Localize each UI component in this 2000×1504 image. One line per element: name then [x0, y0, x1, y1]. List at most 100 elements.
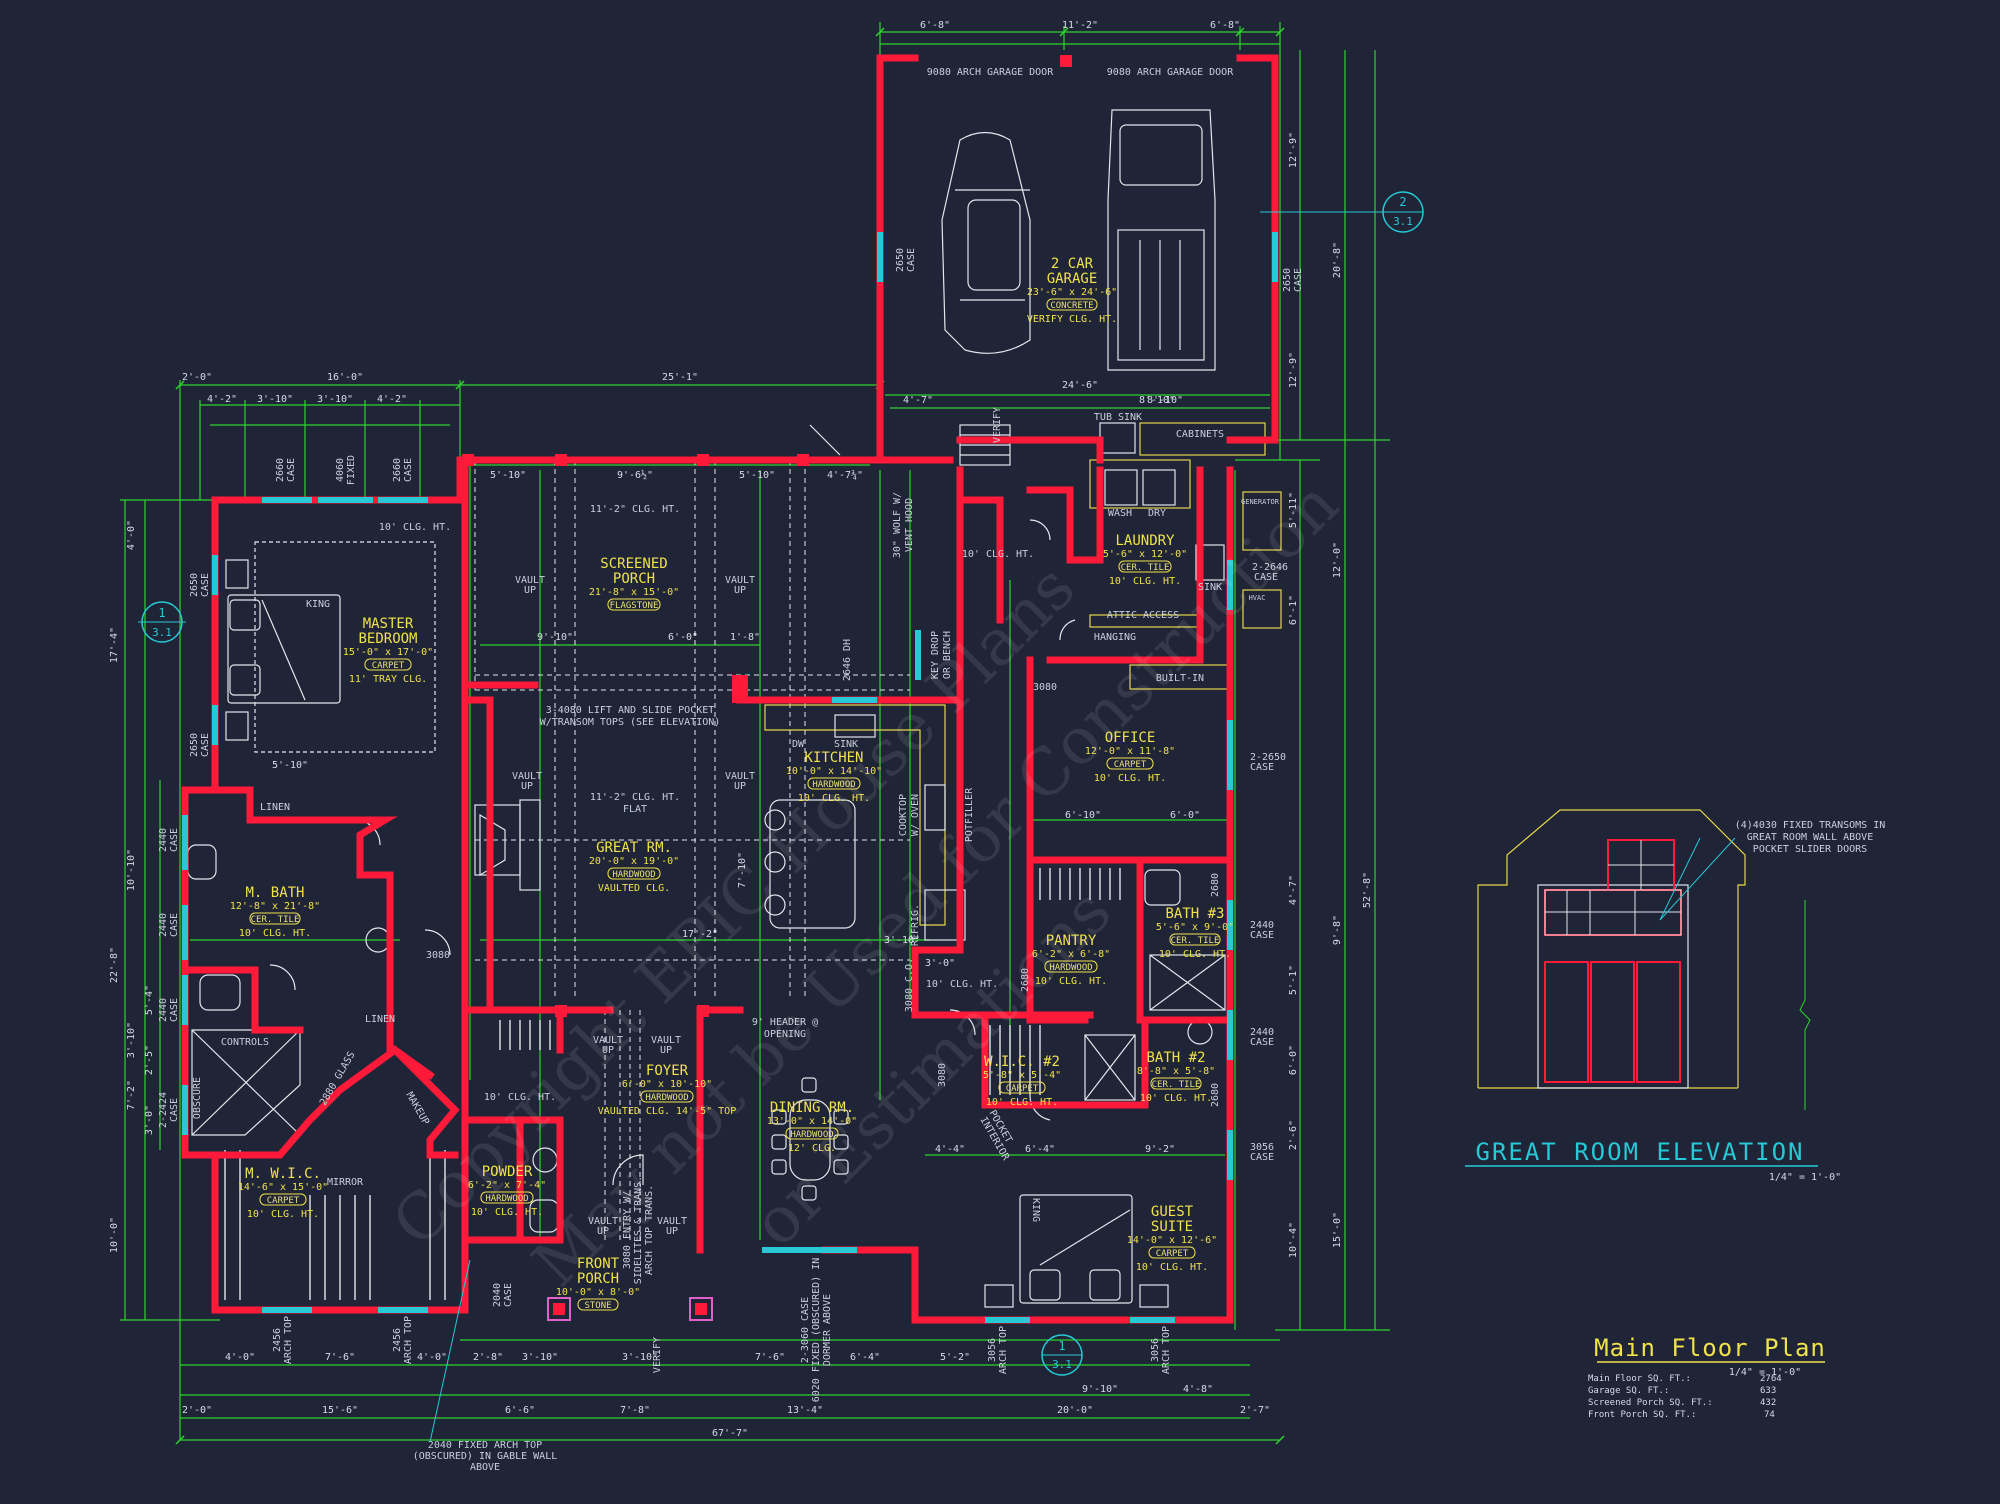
svg-text:2660: 2660: [275, 458, 286, 482]
svg-text:ARCH TOP: ARCH TOP: [283, 1316, 294, 1364]
svg-text:5'-10": 5'-10": [490, 470, 526, 481]
svg-text:10' CLG. HT.: 10' CLG. HT.: [239, 928, 311, 939]
svg-text:6'-0": 6'-0": [668, 632, 698, 643]
svg-text:12'-9": 12'-9": [1288, 352, 1299, 388]
svg-text:PORCH: PORCH: [577, 1271, 619, 1287]
svg-text:UP: UP: [597, 1226, 609, 1237]
svg-text:5'-1": 5'-1": [1288, 965, 1299, 995]
svg-text:5'-2": 5'-2": [940, 1352, 970, 1363]
svg-text:KITCHEN: KITCHEN: [804, 750, 863, 766]
svg-text:3'-10": 3'-10": [317, 394, 353, 405]
room-master-bedroom: MASTER BEDROOM 15'-0" x 17'-0" CARPET 11…: [343, 616, 433, 685]
svg-text:9'-2": 9'-2": [1145, 1144, 1175, 1155]
svg-text:HARDWOOD: HARDWOOD: [612, 870, 655, 880]
svg-text:14'-6" x 15'-0": 14'-6" x 15'-0": [238, 1182, 328, 1193]
svg-text:CER. TILE: CER. TILE: [1171, 936, 1220, 946]
room-laundry: LAUNDRY 5'-6" x 12'-0" CER. TILE 10' CLG…: [1103, 533, 1187, 587]
svg-text:3080 C.O.: 3080 C.O.: [904, 958, 915, 1012]
svg-text:POTFILLER: POTFILLER: [964, 787, 975, 842]
svg-text:GREAT RM.: GREAT RM.: [596, 840, 672, 856]
room-powder: POWDER 6'-2" x 7'-4" HARDWOOD 10' CLG. H…: [468, 1164, 546, 1218]
svg-text:10'-4": 10'-4": [1288, 1222, 1299, 1258]
svg-text:12'-8" x 21'-8": 12'-8" x 21'-8": [230, 901, 320, 912]
svg-text:10' CLG. HT.: 10' CLG. HT.: [1140, 1093, 1212, 1104]
svg-text:2650: 2650: [1282, 268, 1293, 292]
svg-text:67'-7": 67'-7": [712, 1428, 748, 1439]
room-dining: DINING RM. 13'-0" x 14'-0" HARDWOOD 12' …: [767, 1100, 857, 1154]
svg-text:REFRIG.: REFRIG.: [910, 904, 921, 946]
svg-text:CASE: CASE: [1250, 1152, 1274, 1163]
svg-text:CER. TILE: CER. TILE: [251, 915, 300, 925]
svg-text:2650: 2650: [895, 248, 906, 272]
svg-text:VAULTED CLG.: VAULTED CLG.: [598, 883, 670, 894]
svg-text:6'-1": 6'-1": [1288, 595, 1299, 625]
svg-text:2660: 2660: [392, 458, 403, 482]
svg-text:52'-8": 52'-8": [1362, 872, 1373, 908]
svg-text:2040 FIXED ARCH TOP: 2040 FIXED ARCH TOP: [428, 1440, 542, 1451]
svg-text:11' TRAY CLG.: 11' TRAY CLG.: [349, 674, 427, 685]
svg-text:3'-10": 3'-10": [257, 394, 293, 405]
svg-text:GUEST: GUEST: [1151, 1204, 1194, 1220]
svg-text:4'-2": 4'-2": [377, 394, 407, 405]
svg-text:10' CLG. HT.: 10' CLG. HT.: [1159, 949, 1231, 960]
marker-number: 2: [1399, 195, 1406, 209]
svg-text:LINEN: LINEN: [365, 1014, 395, 1025]
svg-text:11'-2": 11'-2": [1062, 20, 1098, 31]
svg-text:5'-11": 5'-11": [1288, 492, 1299, 528]
svg-text:13'-4": 13'-4": [787, 1405, 823, 1416]
svg-text:CASE: CASE: [169, 1098, 180, 1122]
svg-text:CASE: CASE: [906, 248, 917, 272]
svg-text:3056: 3056: [1150, 1338, 1161, 1362]
svg-text:DINING RM.: DINING RM.: [770, 1100, 854, 1116]
room-foyer: FOYER 6'-0" x 10'-10" HARDWOOD VAULTED C…: [598, 1063, 736, 1117]
svg-text:633: 633: [1760, 1386, 1776, 1396]
svg-text:4060: 4060: [335, 458, 346, 482]
svg-text:2-3060 CASE: 2-3060 CASE: [800, 1297, 811, 1363]
svg-text:VAULT: VAULT: [515, 575, 545, 586]
svg-text:HARDWOOD: HARDWOOD: [485, 1194, 528, 1204]
svg-text:BEDROOM: BEDROOM: [358, 631, 417, 647]
svg-text:10' CLG. HT.: 10' CLG. HT.: [471, 1207, 543, 1218]
svg-text:STONE: STONE: [584, 1301, 611, 1311]
svg-text:KEY DROP: KEY DROP: [930, 631, 941, 679]
svg-text:15'-0": 15'-0": [1332, 1212, 1343, 1248]
svg-text:SUITE: SUITE: [1151, 1219, 1193, 1235]
svg-text:432: 432: [1760, 1398, 1776, 1408]
svg-text:FLAGSTONE: FLAGSTONE: [610, 601, 659, 611]
svg-text:3056: 3056: [1250, 1142, 1274, 1153]
svg-text:3'-10": 3'-10": [126, 1022, 137, 1058]
svg-text:CASE: CASE: [503, 1283, 514, 1307]
svg-text:OR BENCH: OR BENCH: [942, 631, 953, 679]
svg-text:CONTROLS: CONTROLS: [221, 1037, 269, 1048]
svg-text:4'-7": 4'-7": [903, 395, 933, 406]
svg-text:5'-6" x 12'-0": 5'-6" x 12'-0": [1103, 549, 1187, 560]
svg-text:2-2646: 2-2646: [1252, 562, 1288, 573]
svg-text:TUB SINK: TUB SINK: [1094, 412, 1142, 423]
section-marker-left: 1 3.1: [138, 601, 186, 643]
svg-text:5'-4": 5'-4": [144, 985, 155, 1015]
svg-text:10' CLG. HT.: 10' CLG. HT.: [1035, 976, 1107, 987]
svg-text:20'-0" x 19'-0": 20'-0" x 19'-0": [589, 856, 679, 867]
svg-text:4'-8": 4'-8": [1183, 1384, 1213, 1395]
svg-text:5'-6" x 9'-0": 5'-6" x 9'-0": [1156, 922, 1234, 933]
dimension-ticks: [175, 27, 1285, 1445]
svg-text:6'-6": 6'-6": [505, 1405, 535, 1416]
plan-scale: 1/4" = 1'-0": [1729, 1367, 1801, 1378]
svg-text:CER. TILE: CER. TILE: [1121, 563, 1170, 573]
svg-text:W.I.C. #2: W.I.C. #2: [984, 1054, 1060, 1070]
svg-text:21'-8" x 15'-0": 21'-8" x 15'-0": [589, 587, 679, 598]
svg-text:VERIFY CLG. HT.: VERIFY CLG. HT.: [1027, 314, 1117, 325]
svg-text:10' CLG. HT.: 10' CLG. HT.: [986, 1097, 1058, 1108]
svg-text:GENERATOR: GENERATOR: [1241, 498, 1280, 506]
svg-text:2-2650: 2-2650: [1250, 752, 1286, 763]
svg-text:OFFICE: OFFICE: [1105, 730, 1156, 746]
svg-text:12' CLG.: 12' CLG.: [788, 1143, 836, 1154]
svg-text:CARPET: CARPET: [1114, 760, 1147, 770]
svg-text:VAULT: VAULT: [588, 1216, 618, 1227]
room-bath-2: BATH #2 8'-8" x 5'-8" CER. TILE 10' CLG.…: [1137, 1050, 1215, 1104]
svg-text:8'-10": 8'-10": [1139, 395, 1175, 406]
sqft-table: Main Floor SQ. FT.: 2764 Garage SQ. FT.:…: [1588, 1374, 1782, 1420]
svg-text:10' CLG. HT.: 10' CLG. HT.: [798, 793, 870, 804]
